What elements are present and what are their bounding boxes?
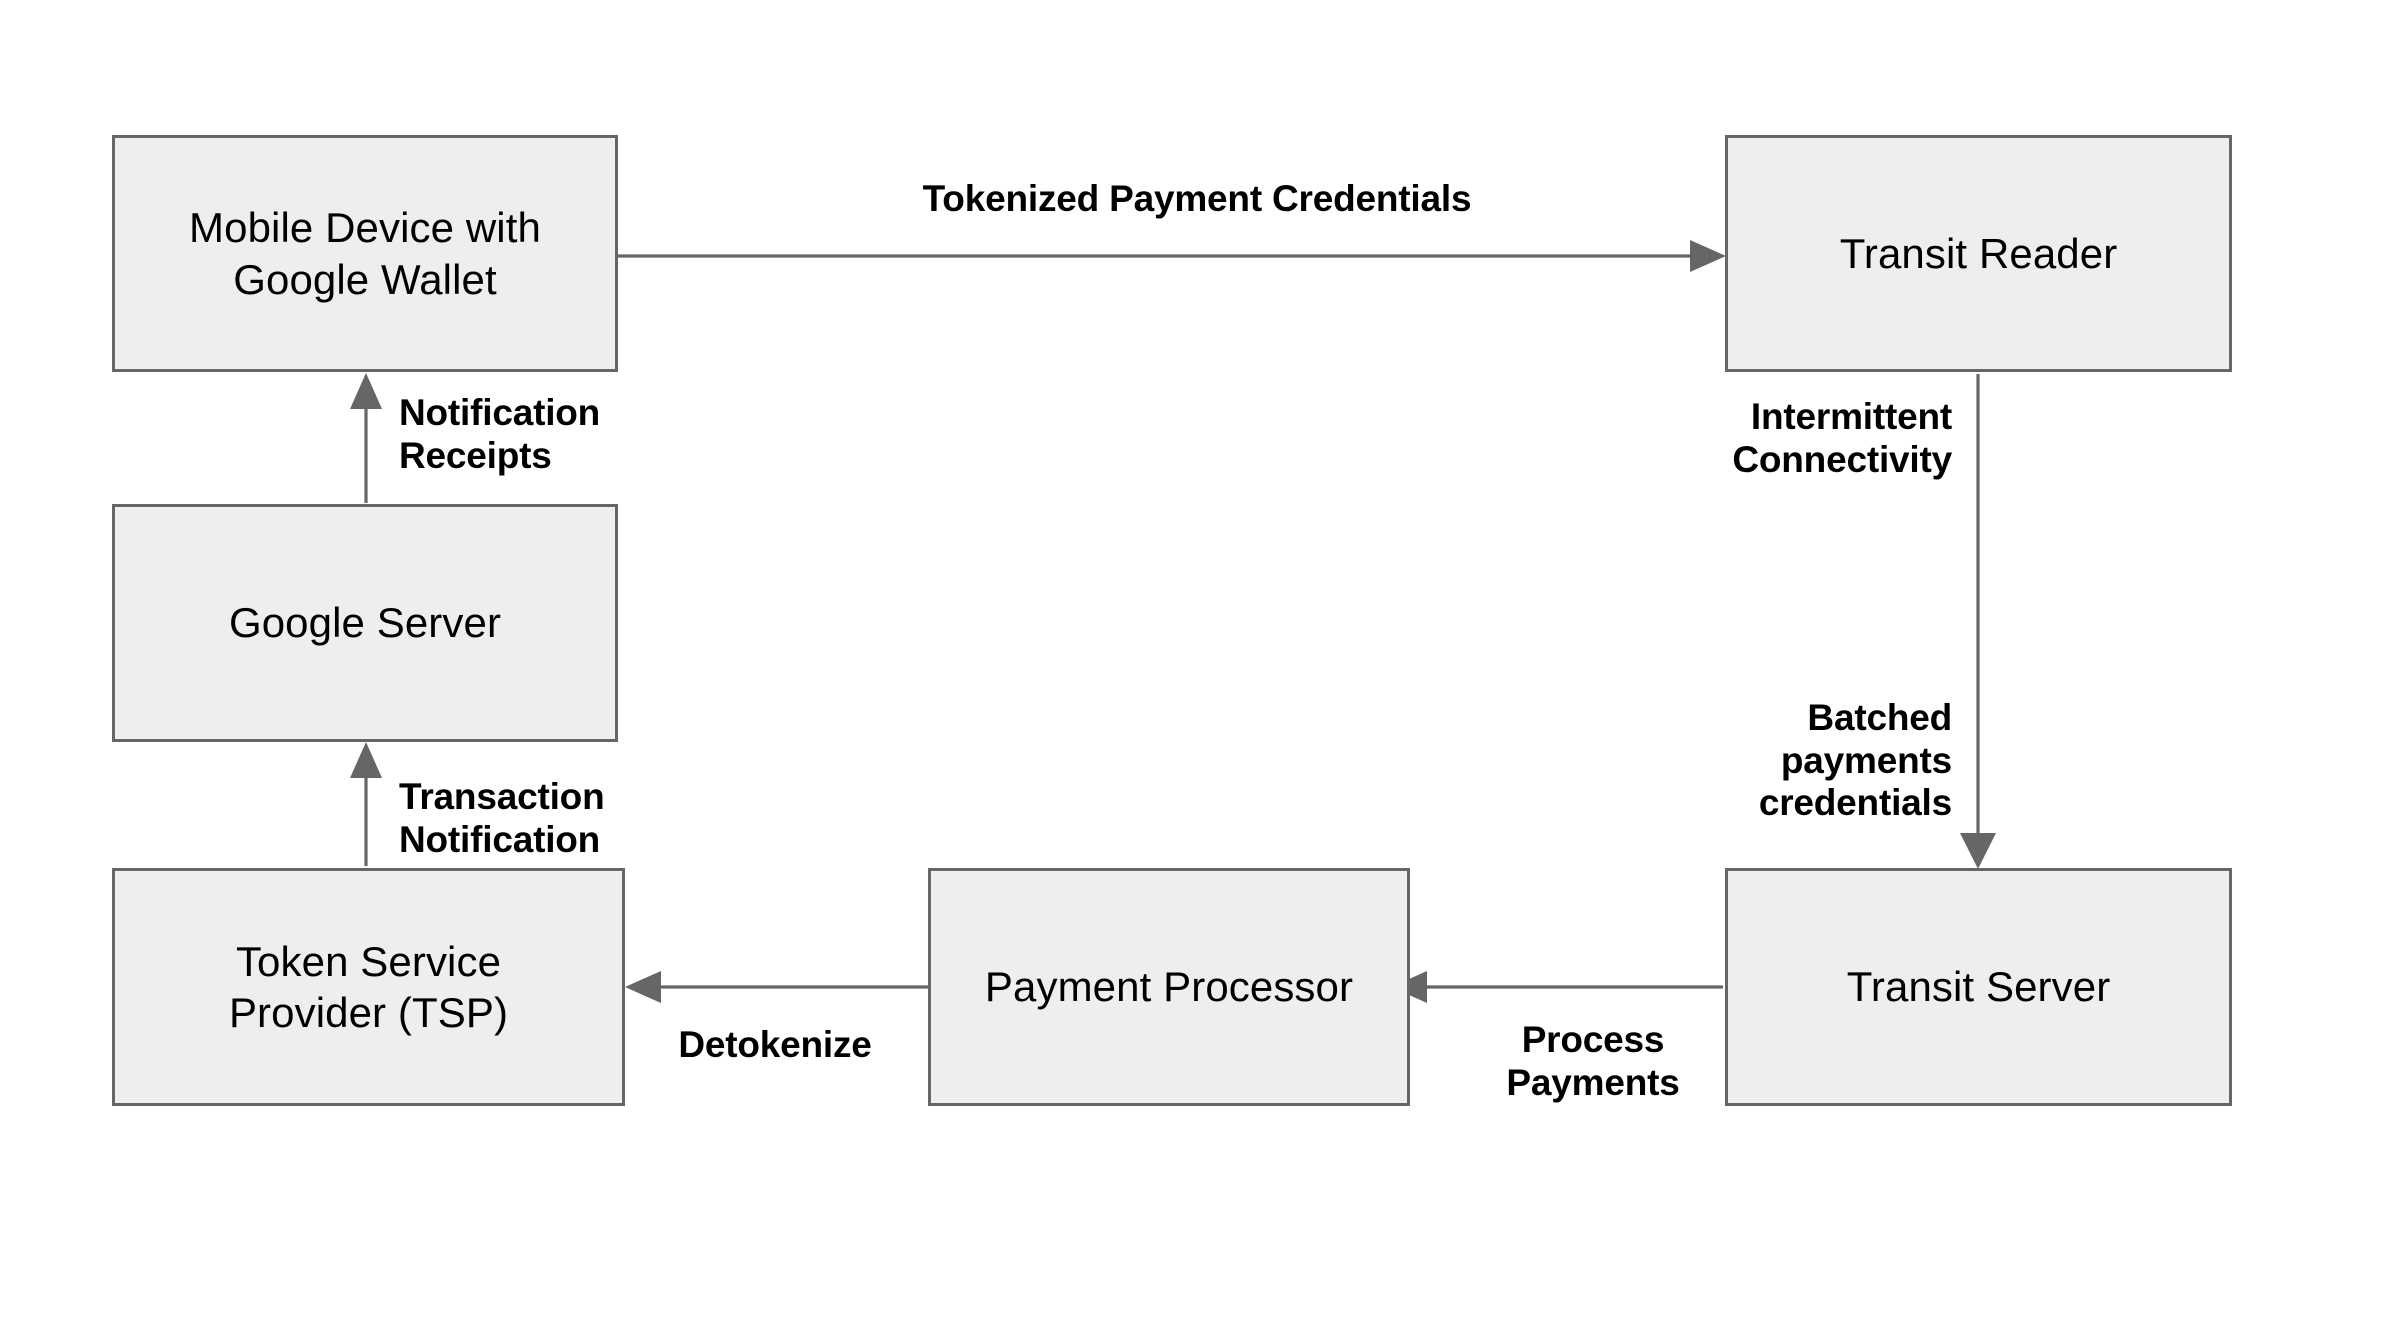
node-transit-server[interactable]: Transit Server <box>1725 868 2232 1106</box>
node-transit-reader-label: Transit Reader <box>1839 229 2118 277</box>
node-transit-server-label: Transit Server <box>1846 963 2111 1011</box>
edge-label-tokenized-payment-credentials: Tokenized Payment Credentials <box>922 178 1472 219</box>
edge-label-process-payments: Process Payments <box>1506 1019 1680 1103</box>
node-transit-reader[interactable]: Transit Reader <box>1725 135 2232 372</box>
edge-google-server-to-mobile <box>350 373 382 503</box>
edge-label-detokenize: Detokenize <box>678 1024 872 1065</box>
edge-reader-to-transit-server <box>1960 374 1996 869</box>
edge-label-transaction-notification: Transaction Notification <box>399 776 605 860</box>
node-google-server-label: Google Server <box>228 599 502 647</box>
node-mobile-device-label: Mobile Device with Google Wallet <box>189 204 541 303</box>
node-payment-processor-label: Payment Processor <box>984 963 1354 1011</box>
edge-label-intermittent-connectivity: Intermittent Connectivity <box>1732 396 1952 480</box>
edge-tsp-to-google-server <box>350 742 382 866</box>
node-token-service-provider-label: Token Service Provider (TSP) <box>228 937 509 1036</box>
node-google-server[interactable]: Google Server <box>112 504 618 742</box>
edge-label-notification-receipts: Notification Receipts <box>399 392 601 476</box>
edge-mobile-to-reader <box>617 240 1726 272</box>
edge-label-batched-payments-credentials: Batched payments credentials <box>1758 697 1952 824</box>
edge-transit-server-to-processor <box>1391 971 1723 1003</box>
node-mobile-device[interactable]: Mobile Device with Google Wallet <box>112 135 618 372</box>
node-payment-processor[interactable]: Payment Processor <box>928 868 1410 1106</box>
node-token-service-provider[interactable]: Token Service Provider (TSP) <box>112 868 625 1106</box>
